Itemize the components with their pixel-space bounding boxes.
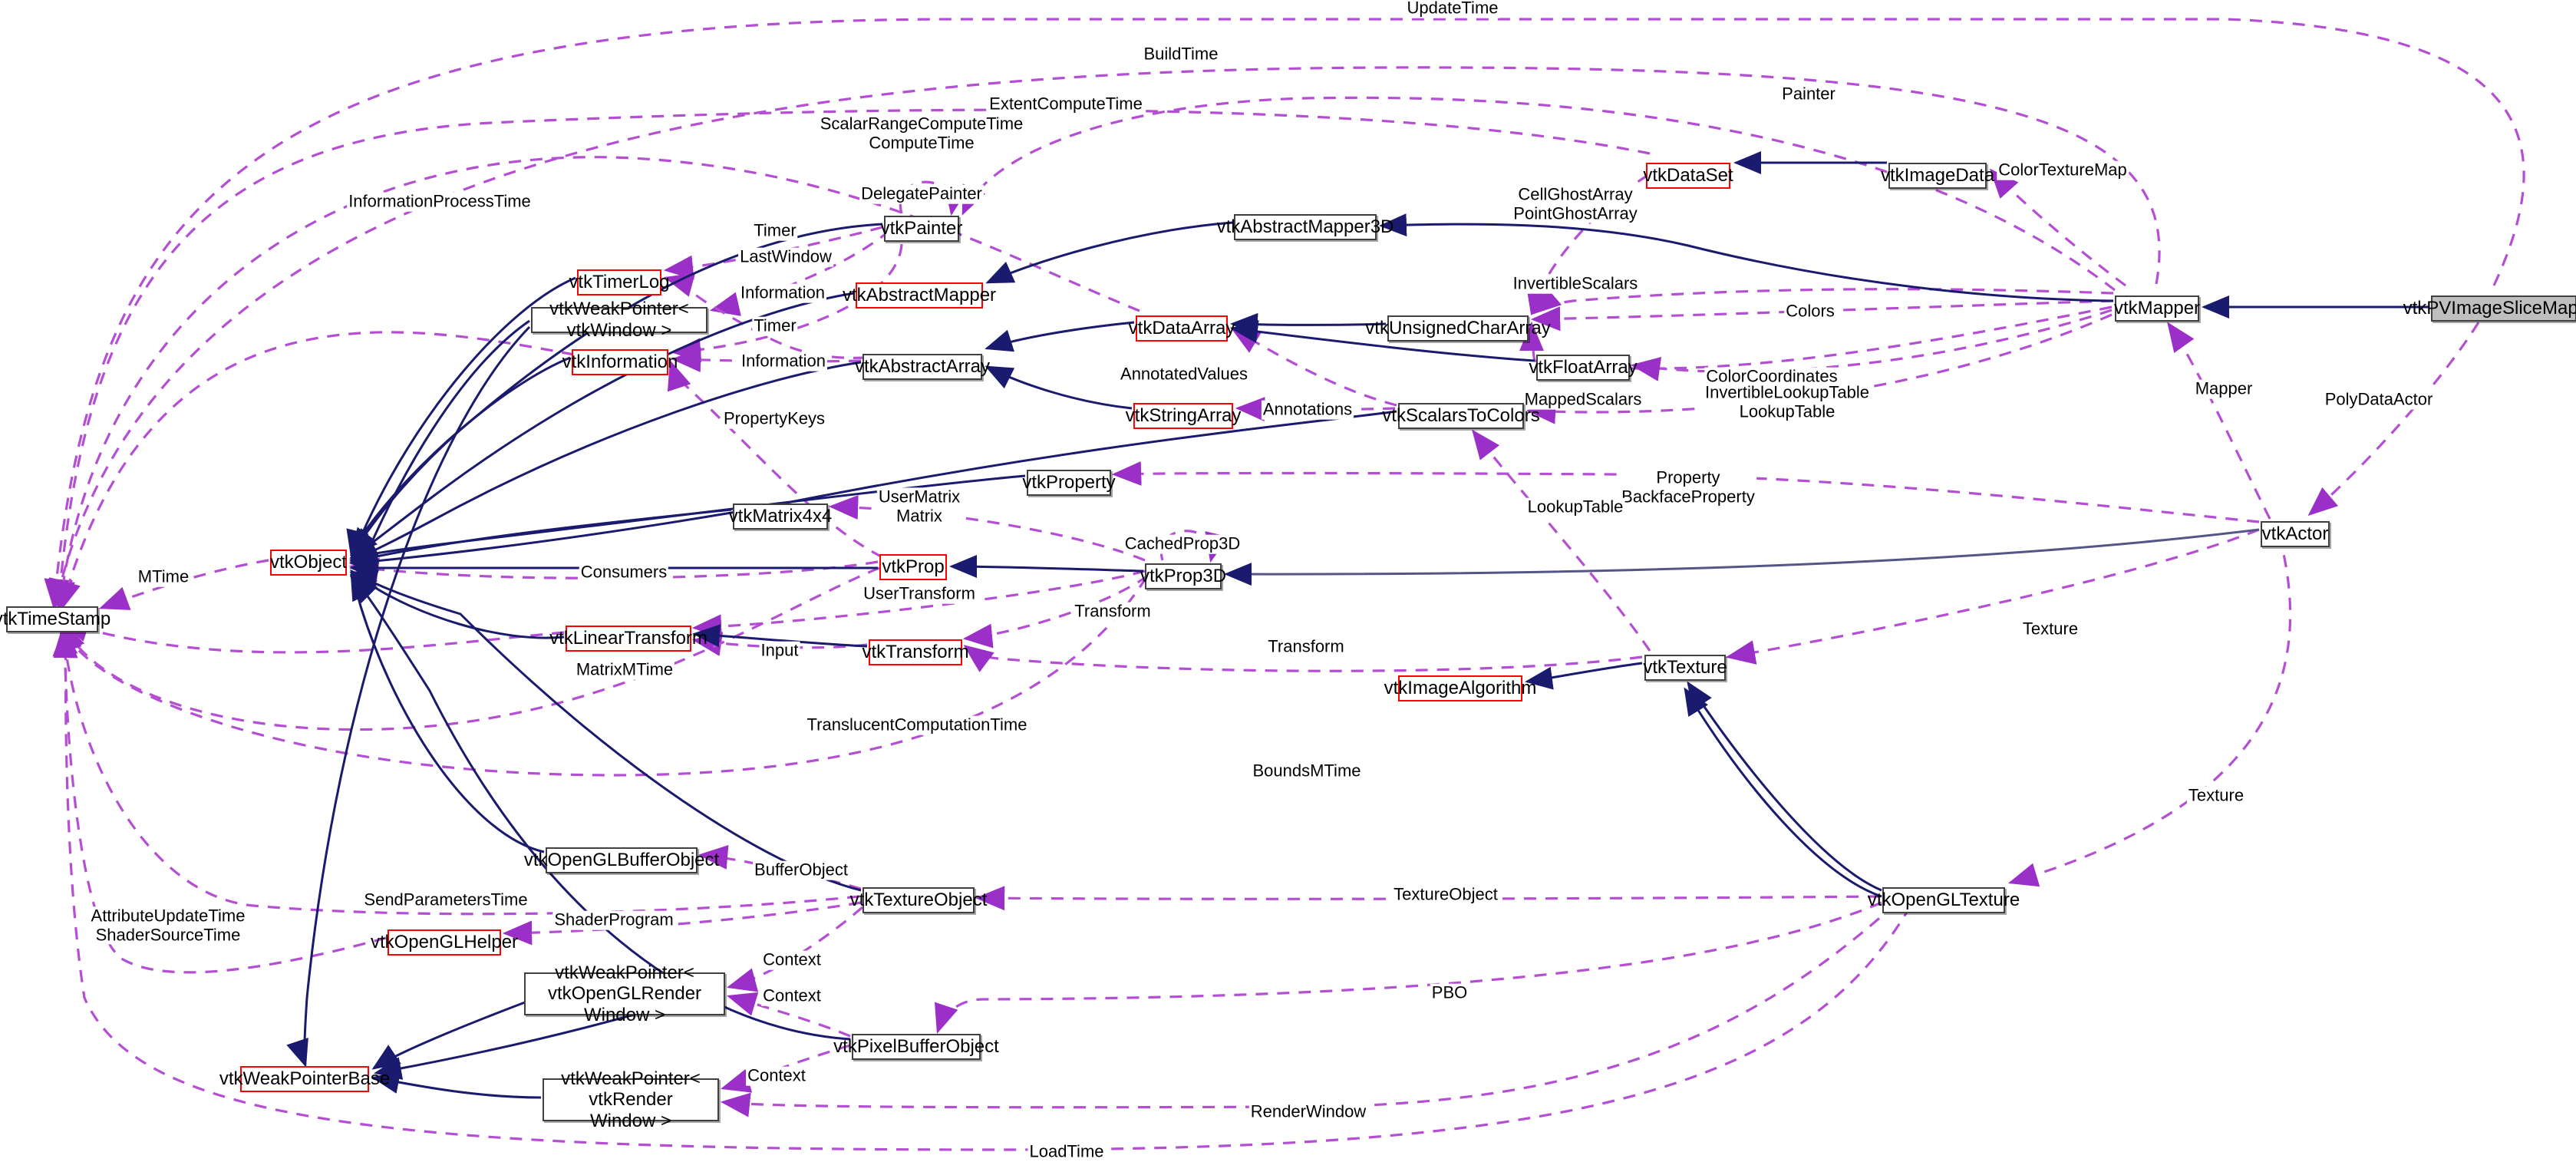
edge-label-Mapper: Mapper <box>2193 378 2254 399</box>
class-node-vtkImageData[interactable]: vtkImageData <box>1881 163 1994 189</box>
class-node-vtkFloatArray[interactable]: vtkFloatArray <box>1529 355 1638 381</box>
class-node-vtkWeakPointerBase[interactable]: vtkWeakPointerBase <box>219 1066 390 1092</box>
edge-label-Colors: Colors <box>1784 301 1836 322</box>
edge-label-LastWindow: LastWindow <box>738 246 833 267</box>
class-node-vtkOpenGLBufferObject[interactable]: vtkOpenGLBufferObject <box>524 847 719 873</box>
edge-label-BuildTime: BuildTime <box>1142 44 1220 64</box>
class-node-vtkProperty[interactable]: vtkProperty <box>1022 470 1116 496</box>
edge-label-UserMatrix: UserMatrix Matrix <box>876 487 962 526</box>
edge-label-Context1: Context <box>761 949 823 970</box>
edge-label-TextureBottom: Texture <box>2186 785 2246 806</box>
edge-label-ColorCoordinates: ColorCoordinates <box>1704 366 1839 387</box>
class-node-vtkWeakPointerWindow[interactable]: vtkWeakPointer< vtkWindow > <box>531 299 707 341</box>
edge-label-Transform2: Transform <box>1266 636 1346 657</box>
class-node-vtkMatrix4x4[interactable]: vtkMatrix4x4 <box>729 503 832 530</box>
class-node-vtkWeakPointerGLWindow[interactable]: vtkWeakPointer< vtkOpenGLRender Window > <box>524 962 725 1025</box>
edge-label-MappedScalars: MappedScalars <box>1522 389 1644 410</box>
class-node-vtkDataArray[interactable]: vtkDataArray <box>1129 315 1235 342</box>
edge-label-CachedProp3D: CachedProp3D <box>1123 533 1242 554</box>
edge-label-RenderWindow: RenderWindow <box>1248 1101 1368 1122</box>
class-node-vtkProp[interactable]: vtkProp <box>879 554 947 580</box>
edge-label-Timer2: Timer <box>752 315 798 336</box>
edge-label-Context3: Context <box>746 1065 807 1086</box>
edge-label-PolyDataActor: PolyDataActor <box>2323 389 2435 410</box>
edge-label-InvertibleLookupTable: InvertibleLookupTable LookupTable <box>1703 382 1872 421</box>
class-node-vtkImageAlgorithm[interactable]: vtkImageAlgorithm <box>1384 675 1536 701</box>
edge-label-BufferObject: BufferObject <box>753 860 849 880</box>
usage-edges <box>44 18 2525 1151</box>
edge-label-LookupTable: LookupTable <box>1525 497 1625 517</box>
class-node-vtkUnsignedCharArray[interactable]: vtkUnsignedCharArray <box>1365 315 1551 342</box>
class-node-vtkTimeStamp[interactable]: vtkTimeStamp <box>0 606 110 632</box>
class-node-vtkPVImageSliceMapper[interactable]: vtkPVImageSliceMapper <box>2403 295 2576 322</box>
edge-label-Annotations: Annotations <box>1261 399 1354 420</box>
edge-label-TextureTop: Texture <box>2020 619 2080 639</box>
edge-label-ScalarRangeComputeTime: ScalarRangeComputeTime ComputeTime <box>818 114 1025 153</box>
edge-label-DelegatePainter: DelegatePainter <box>859 183 984 204</box>
edge-label-CellGhostArray: CellGhostArray PointGhostArray <box>1512 184 1639 223</box>
edge-label-LoadTime: LoadTime <box>1027 1141 1106 1162</box>
edge-label-ColorTextureMap: ColorTextureMap <box>1997 160 2129 180</box>
edge-label-TranslucentComputationTime: TranslucentComputationTime <box>805 715 1029 735</box>
class-node-vtkInformation[interactable]: vtkInformation <box>562 349 678 375</box>
edge-label-Property_Backface: Property BackfaceProperty <box>1620 467 1756 507</box>
edge-label-UpdateTime: UpdateTime <box>1405 0 1500 18</box>
class-node-vtkOpenGLTexture[interactable]: vtkOpenGLTexture <box>1868 887 2020 913</box>
class-node-vtkTextureObject[interactable]: vtkTextureObject <box>850 887 987 913</box>
class-node-vtkTexture[interactable]: vtkTexture <box>1643 655 1727 681</box>
edge-label-Transform1: Transform <box>1073 601 1153 622</box>
edge-label-Consumers: Consumers <box>579 562 669 583</box>
class-node-vtkMapper[interactable]: vtkMapper <box>2114 295 2200 322</box>
edge-label-InvertibleScalars: InvertibleScalars <box>1511 273 1640 294</box>
class-node-vtkPainter[interactable]: vtkPainter <box>881 216 962 242</box>
class-node-vtkPixelBufferObject[interactable]: vtkPixelBufferObject <box>833 1034 999 1060</box>
class-node-vtkTransform[interactable]: vtkTransform <box>862 639 969 665</box>
inheritance-edges <box>286 151 2429 1099</box>
edge-label-AttributeUpdateTime: AttributeUpdateTime ShaderSourceTime <box>89 906 247 945</box>
edge-label-Timer1: Timer <box>752 220 798 241</box>
edge-label-Context2: Context <box>761 985 823 1006</box>
class-node-vtkWeakPointerRenderWin[interactable]: vtkWeakPointer< vtkRender Window > <box>543 1068 719 1131</box>
edge-label-Input: Input <box>759 640 800 661</box>
class-node-vtkAbstractMapper[interactable]: vtkAbstractMapper <box>843 282 996 309</box>
edge-label-MTime: MTime <box>136 566 191 587</box>
class-node-vtkAbstractArray[interactable]: vtkAbstractArray <box>855 354 990 380</box>
edge-label-InformationProcessTime: InformationProcessTime <box>347 191 533 212</box>
edge-label-ShaderProgram: ShaderProgram <box>552 909 675 930</box>
class-node-vtkProp3D[interactable]: vtkProp3D <box>1140 563 1226 589</box>
class-node-vtkDataSet[interactable]: vtkDataSet <box>1643 163 1733 189</box>
edge-label-SendParametersTime: SendParametersTime <box>362 890 529 910</box>
class-node-vtkAbstractMapper3D[interactable]: vtkAbstractMapper3D <box>1217 214 1394 240</box>
class-node-vtkScalarsToColors[interactable]: vtkScalarsToColors <box>1382 403 1540 429</box>
edge-label-ExtentComputeTime: ExtentComputeTime <box>988 94 1144 114</box>
edge-label-Information1: Information <box>738 282 827 303</box>
edge-label-Painter: Painter <box>1780 84 1837 104</box>
edge-label-AnnotatedValues: AnnotatedValues <box>1119 364 1249 385</box>
class-node-vtkLinearTransform[interactable]: vtkLinearTransform <box>549 626 707 652</box>
edge-label-UserTransform: UserTransform <box>862 583 977 604</box>
edge-label-Information2: Information <box>739 351 828 371</box>
edge-label-PropertyKeys: PropertyKeys <box>721 408 827 429</box>
edge-label-TextureObject: TextureObject <box>1392 884 1499 905</box>
edge-label-PBO: PBO <box>1430 982 1469 1003</box>
class-node-vtkOpenGLHelper[interactable]: vtkOpenGLHelper <box>371 929 518 956</box>
class-node-vtkActor[interactable]: vtkActor <box>2261 521 2330 547</box>
class-node-vtkTimerLog[interactable]: vtkTimerLog <box>569 269 670 295</box>
class-node-vtkStringArray[interactable]: vtkStringArray <box>1126 403 1241 429</box>
edge-label-BoundsMTime: BoundsMTime <box>1251 761 1363 781</box>
edge-label-MatrixMTime: MatrixMTime <box>574 659 675 680</box>
class-node-vtkObject[interactable]: vtkObject <box>270 550 347 576</box>
